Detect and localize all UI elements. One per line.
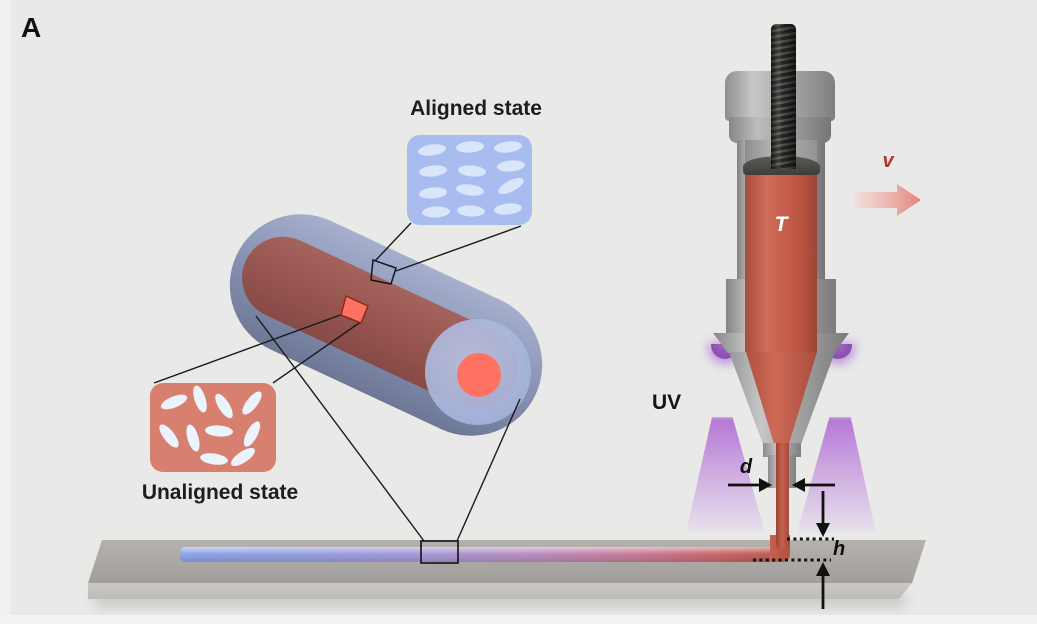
- mesogen-ellipse: [456, 204, 486, 217]
- mesogen-ellipse: [239, 389, 266, 418]
- figure-edge-left: [0, 0, 11, 624]
- mesogen-ellipse: [183, 423, 202, 454]
- temperature-label: T: [774, 213, 788, 236]
- mesogen-ellipse: [418, 164, 448, 178]
- drive-screw: [771, 24, 796, 169]
- mesogen-ellipse: [199, 451, 229, 467]
- uv-light-cone-right: [797, 417, 876, 533]
- height-label: h: [833, 538, 846, 560]
- mesogen-ellipse: [495, 175, 526, 198]
- mesogen-ellipse: [417, 142, 447, 158]
- extruded-ink-tube: [776, 443, 789, 549]
- mesogen-ellipse: [421, 206, 451, 219]
- mesogen-ellipse: [155, 421, 182, 451]
- uv-label: UV: [652, 391, 682, 414]
- diameter-label: d: [739, 456, 753, 478]
- ink-column: [745, 172, 817, 353]
- velocity-arrow: [855, 184, 921, 216]
- mesogen-ellipse: [455, 140, 484, 154]
- mesogen-ellipse: [158, 391, 189, 413]
- printed-filament: [180, 547, 790, 562]
- mesogen-ellipse: [454, 182, 485, 198]
- panel-label: A: [21, 12, 42, 43]
- velocity-label: v: [882, 150, 894, 172]
- mesogen-ellipse: [493, 201, 523, 216]
- fiber-end-cap-core: [457, 353, 501, 397]
- substrate-front-face: [88, 583, 912, 599]
- aligned-mesogens: [407, 135, 532, 225]
- mesogen-ellipse: [190, 384, 210, 415]
- mesogen-ellipse: [240, 418, 264, 449]
- aligned-state-label: Aligned state: [410, 97, 542, 120]
- figure-edge-bottom: [0, 615, 1037, 624]
- mesogen-ellipse: [496, 158, 526, 173]
- mesogen-ellipse: [457, 164, 487, 178]
- mesogen-ellipse: [228, 444, 258, 470]
- mesogen-ellipse: [204, 424, 234, 438]
- unaligned-mesogens: [150, 383, 276, 472]
- mesogen-ellipse: [493, 139, 523, 154]
- unaligned-state-label: Unaligned state: [141, 481, 299, 504]
- mesogen-ellipse: [418, 185, 448, 200]
- mesogen-ellipse: [212, 391, 237, 421]
